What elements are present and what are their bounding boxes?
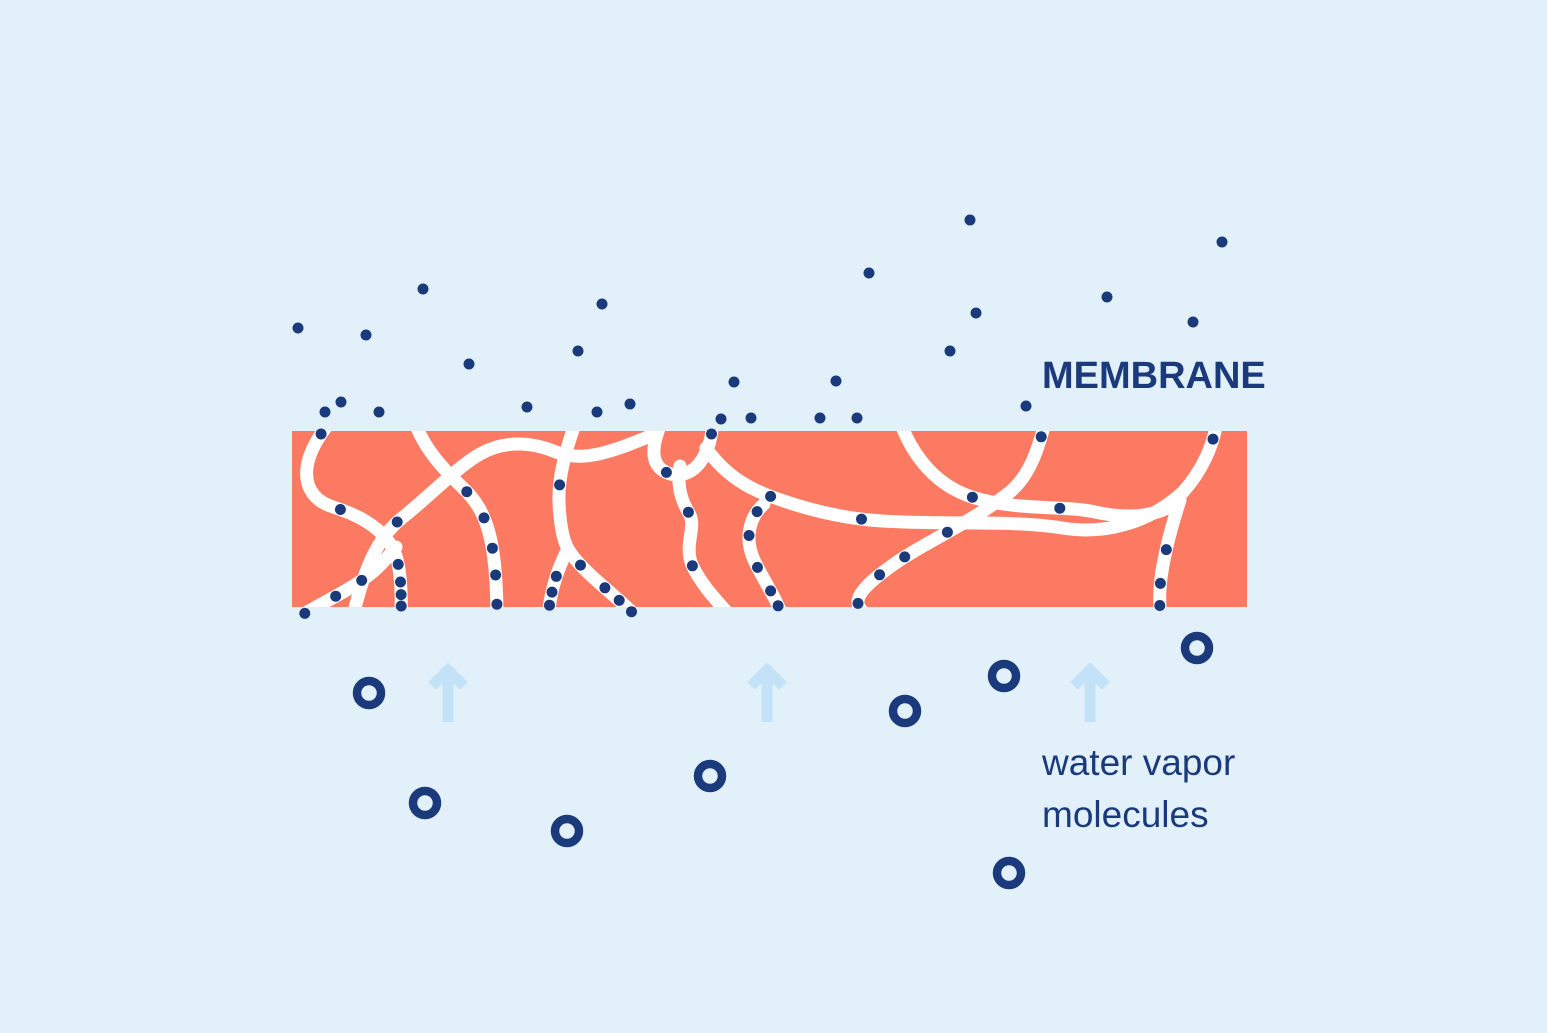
vapor-molecule-ring (888, 694, 922, 728)
vapor-dot (417, 283, 429, 295)
vapor-molecule-ring (992, 856, 1026, 890)
vapor-dot (463, 358, 475, 370)
membrane-channel (348, 431, 655, 607)
vapor-dot (491, 598, 503, 610)
vapor-dot (330, 590, 342, 602)
molecules-label-line1: water vapor (1041, 742, 1235, 783)
vapor-dot (1160, 544, 1172, 556)
membrane-channel (742, 497, 786, 607)
vapor-dot (334, 504, 346, 515)
vapor-dot (335, 396, 347, 408)
vapor-dot (391, 516, 403, 528)
vapor-dot (830, 375, 842, 387)
membrane-channel (672, 459, 732, 607)
vapor-dot (292, 322, 304, 334)
vapor-dot (1216, 236, 1228, 248)
vapor-dot (591, 406, 603, 418)
vapor-dot (360, 329, 372, 341)
vapor-dot (852, 597, 864, 609)
vapor-dot (660, 466, 672, 478)
vapor-dot (624, 398, 636, 410)
vapor-molecule-ring (1180, 631, 1214, 665)
vapor-dot (706, 428, 717, 440)
vapor-dot (1054, 502, 1066, 514)
vapor-dot (613, 594, 625, 606)
vapor-molecule-ring (693, 759, 727, 793)
membrane-label: MEMBRANE (1042, 355, 1266, 397)
vapor-molecule-rings (352, 631, 1214, 890)
vapor-dot (1020, 400, 1032, 412)
vapor-dot (751, 506, 763, 518)
vapor-dot (728, 376, 740, 388)
vapor-dot (486, 542, 498, 554)
vapor-dot (941, 526, 953, 538)
upward-arrows (428, 662, 1110, 722)
vapor-dot (572, 345, 584, 357)
vapor-dot (626, 606, 637, 618)
vapor-dot (546, 586, 558, 598)
vapor-dot (743, 530, 755, 541)
vapor-dot (599, 582, 611, 594)
vapor-dot (490, 569, 502, 581)
vapor-dot (966, 491, 978, 503)
vapor-dot (395, 589, 407, 601)
vapor-dot (478, 512, 490, 524)
vapor-dot (521, 401, 533, 413)
vapor-dot (315, 428, 327, 440)
vapor-dot (752, 561, 763, 573)
vapor-dot (964, 214, 976, 226)
vapor-dot (851, 412, 863, 424)
vapor-molecule-ring (987, 659, 1021, 693)
vapor-dot (899, 551, 911, 563)
vapor-dot (575, 559, 586, 571)
vapor-dot (863, 267, 875, 279)
escaped-vapor-dots (292, 214, 1228, 425)
vapor-dot (1187, 316, 1199, 328)
membrane-channel (300, 431, 408, 607)
vapor-dot (392, 558, 404, 570)
vapor-dot (856, 513, 867, 525)
vapor-dot (299, 607, 311, 619)
vapor-dot (461, 486, 473, 498)
vapor-dot (1154, 577, 1166, 589)
vapor-dot (970, 307, 982, 319)
vapor-dot (765, 490, 777, 502)
vapor-dot (1035, 431, 1047, 443)
membrane-channel (896, 431, 1187, 523)
vapor-dot (814, 412, 826, 424)
vapor-dot (1207, 433, 1219, 445)
vapor-dot (319, 406, 331, 418)
vapor-dot (356, 574, 368, 586)
vapor-molecule-ring (352, 676, 386, 710)
membrane-channel-dots (299, 428, 1219, 619)
membrane-channel (699, 431, 1222, 537)
molecules-label-line2: molecules (1042, 794, 1209, 835)
membrane-channel (302, 540, 403, 607)
vapor-dot (944, 345, 956, 357)
vapor-dot (765, 585, 777, 597)
up-arrow-icon (747, 662, 787, 722)
vapor-dot (544, 599, 555, 611)
vapor-dot (554, 479, 566, 491)
vapor-dot (1154, 600, 1166, 611)
vapor-dot (772, 600, 784, 612)
vapor-dot (1101, 291, 1113, 303)
up-arrow-icon (1070, 662, 1110, 722)
vapor-dot (686, 560, 698, 572)
up-arrow-icon (428, 662, 468, 722)
vapor-dot (682, 506, 694, 518)
vapor-dot (596, 298, 608, 310)
vapor-dot (715, 413, 727, 425)
vapor-molecule-ring (550, 814, 584, 848)
vapor-dot (745, 412, 757, 424)
vapor-dot (550, 570, 562, 582)
vapor-dot (373, 406, 385, 418)
vapor-dot (874, 569, 886, 581)
vapor-dot (395, 576, 406, 588)
vapor-dot (395, 600, 407, 612)
vapor-molecule-ring (408, 786, 442, 820)
